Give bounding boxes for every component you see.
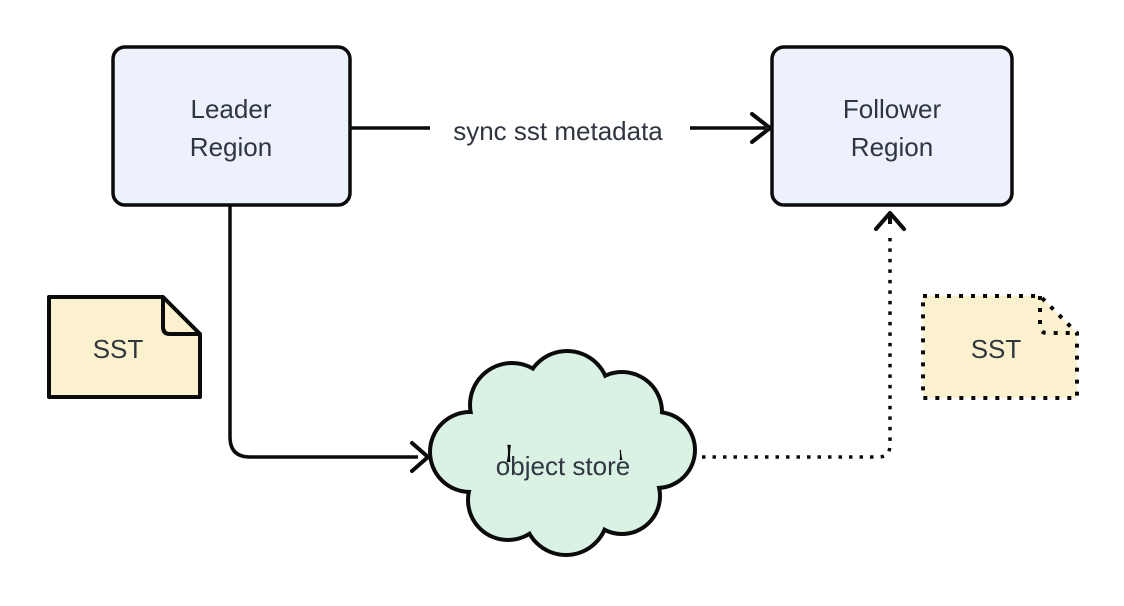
store-to-follower-edge [702,211,906,459]
leader-region-label-line1: Leader [191,94,272,124]
sst-right-label: SST [971,334,1022,364]
sync-arrowhead-icon [750,112,772,144]
sst-left-fold-icon [161,297,199,336]
sync-edge-label: sync sst metadata [453,116,663,146]
follower-region-box [770,45,1014,207]
object-store-cloud: object store [428,349,697,557]
leader-region-node: Leader Region [111,45,352,207]
sst-left-label: SST [93,334,144,364]
sst-document-left: SST [47,295,202,399]
leader-region-box [111,45,352,207]
store-to-follower-dotted-line [702,238,892,459]
sync-sst-metadata-edge: sync sst metadata [350,112,772,146]
object-store-label: object store [496,451,630,481]
sst-document-right: SST [921,294,1079,400]
leader-to-store-edge [228,206,430,473]
follower-region-label-line1: Follower [843,94,942,124]
leader-to-store-arrowhead-icon [410,441,430,473]
follower-region-node: Follower Region [770,45,1014,207]
leader-region-label-line2: Region [190,132,272,162]
cloud-fill [432,353,693,553]
store-to-follower-arrowhead-icon [874,211,906,231]
leader-to-store-line [228,206,418,459]
follower-region-label-line2: Region [851,132,933,162]
